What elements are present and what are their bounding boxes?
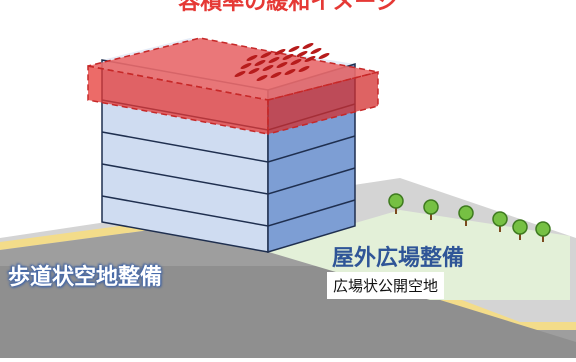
tree-icon xyxy=(458,205,474,226)
tree-icon xyxy=(388,193,404,214)
outdoor-plaza-label: 屋外広場整備 xyxy=(332,246,465,271)
tree-icon xyxy=(512,219,528,240)
tree-icon xyxy=(492,211,508,232)
public-open-space-label: 広場状公開空地 xyxy=(327,272,445,299)
sidewalk-space-label: 歩道状空地整備 xyxy=(8,265,163,290)
tree-icon xyxy=(423,199,439,220)
plaza-area xyxy=(262,210,570,300)
tree-icon xyxy=(535,221,551,242)
diagram-title: 容積率の緩和イメージ xyxy=(178,0,398,15)
rooftop-equipment xyxy=(234,42,330,82)
bonus-floor-side xyxy=(267,71,379,135)
bonus-floor-front xyxy=(87,65,269,135)
curb-front xyxy=(0,266,576,358)
